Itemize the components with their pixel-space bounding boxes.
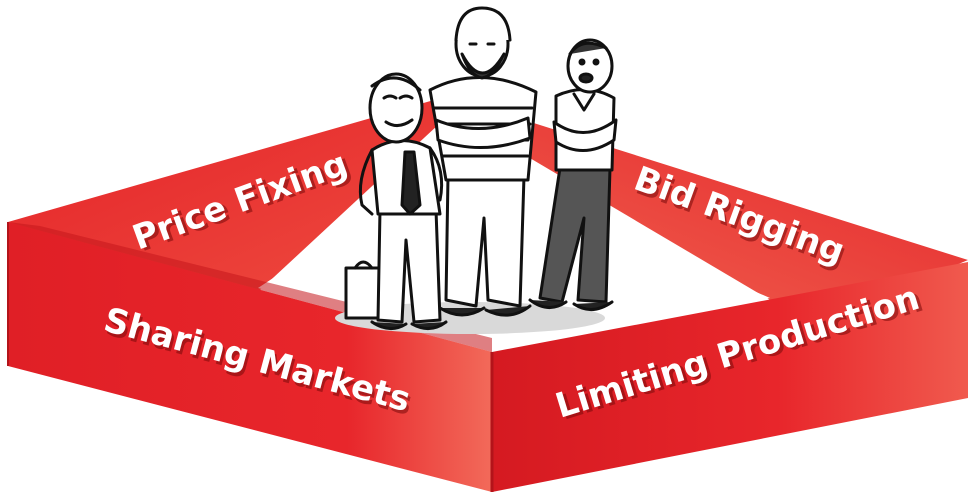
smirking-man-with-tie <box>344 72 448 330</box>
front-right-band <box>492 262 968 492</box>
front-left-band <box>8 222 492 492</box>
briefcase-icon <box>344 266 382 320</box>
back-left-band <box>8 96 452 290</box>
bearded-man-arms-crossed <box>428 6 538 317</box>
three-men-cartel-illustration <box>335 6 618 334</box>
man-arms-crossed-talking <box>528 38 618 311</box>
